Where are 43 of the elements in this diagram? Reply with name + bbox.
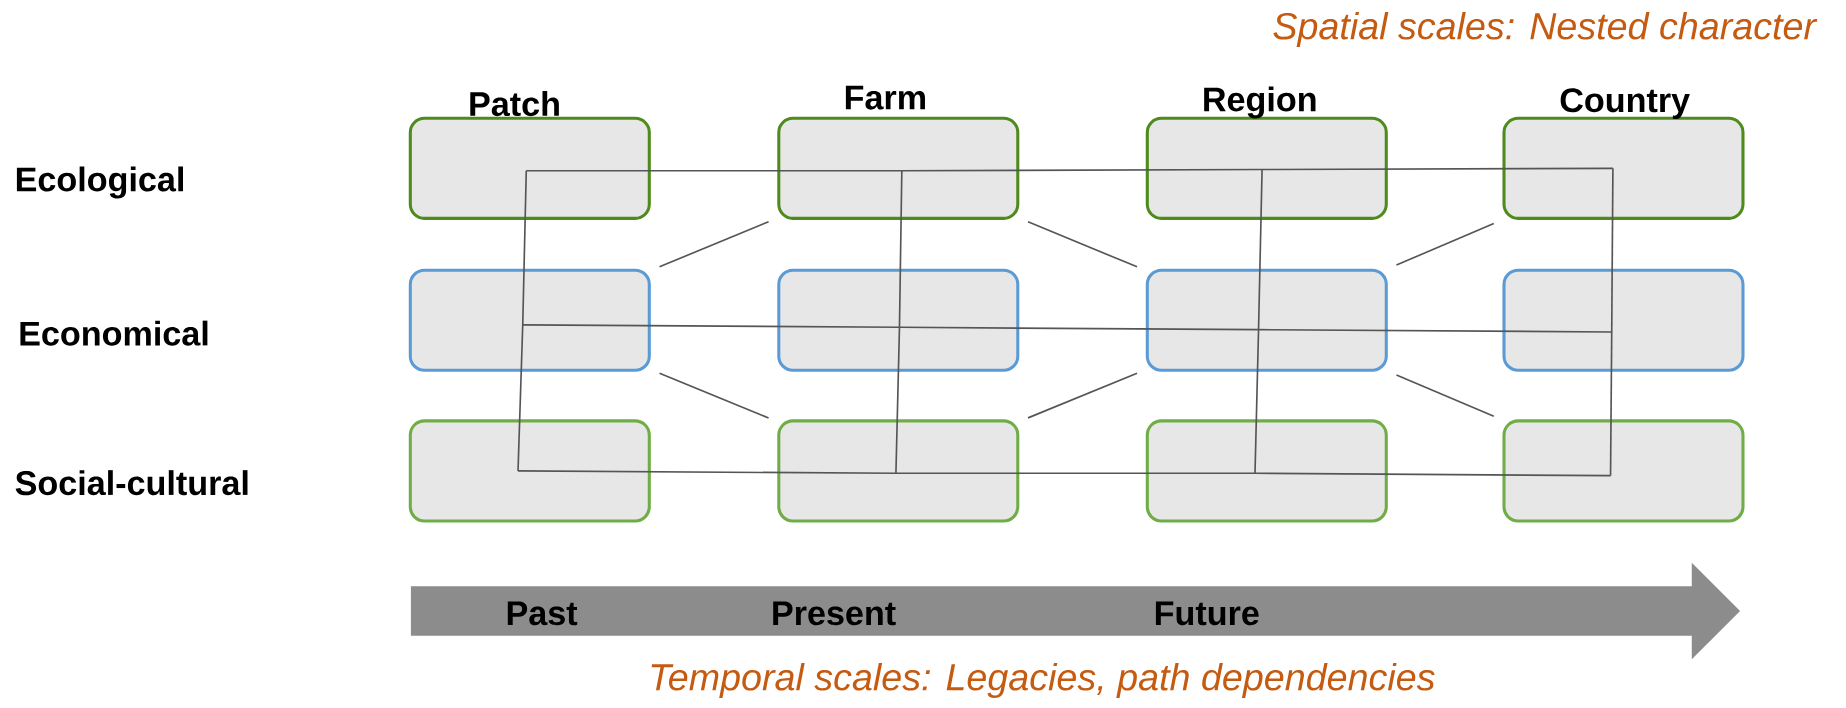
rounded-box: [1502, 419, 1745, 523]
connector-line: [898, 170, 903, 329]
connector-line: [521, 324, 901, 329]
connector-line: [1257, 329, 1613, 334]
rounded-box: [408, 419, 651, 523]
connector-line: [898, 326, 1260, 331]
row-label: Ecological: [16, 166, 183, 199]
rounded-box: [777, 419, 1020, 523]
connector-line: [1254, 472, 1612, 477]
column-heading: Country: [1560, 88, 1690, 120]
scale-caption: Spatial scales: Nested character: [1273, 12, 1818, 48]
rounded-box: [1502, 268, 1745, 372]
connector-line: [1609, 331, 1613, 477]
connector-line: [1610, 167, 1614, 334]
connector-line: [1261, 167, 1614, 171]
connector-line: [1257, 168, 1263, 331]
connector-line: [1027, 221, 1138, 268]
rounded-box: [1145, 268, 1388, 372]
timeline-label: Present: [773, 601, 896, 626]
connector-line: [658, 372, 770, 419]
connector-line: [658, 221, 770, 268]
column-heading: Patch: [470, 91, 559, 117]
connector-line: [895, 472, 1256, 475]
column-heading: Farm: [845, 86, 925, 110]
timeline-label: Future: [1155, 601, 1259, 626]
connector-line: [895, 326, 901, 475]
rounded-box: [1145, 419, 1388, 523]
rounded-box: [777, 268, 1020, 372]
connector-line: [1254, 329, 1260, 475]
column-heading: Region: [1204, 86, 1316, 119]
timeline-label: Past: [507, 601, 578, 626]
connector-line: [901, 168, 1263, 172]
connector-line: [521, 170, 528, 326]
rounded-box: [408, 268, 651, 372]
connector-line: [1395, 374, 1495, 418]
row-label: Economical: [20, 320, 208, 346]
connector-line: [517, 470, 897, 475]
connector-line: [517, 324, 524, 472]
row-label: Social-cultural: [15, 470, 248, 496]
connector-line: [1027, 372, 1138, 419]
connector-line: [525, 170, 903, 172]
connector-line: [1395, 222, 1495, 267]
scale-caption: Temporal scales: Legacies, path dependencies: [651, 663, 1435, 699]
